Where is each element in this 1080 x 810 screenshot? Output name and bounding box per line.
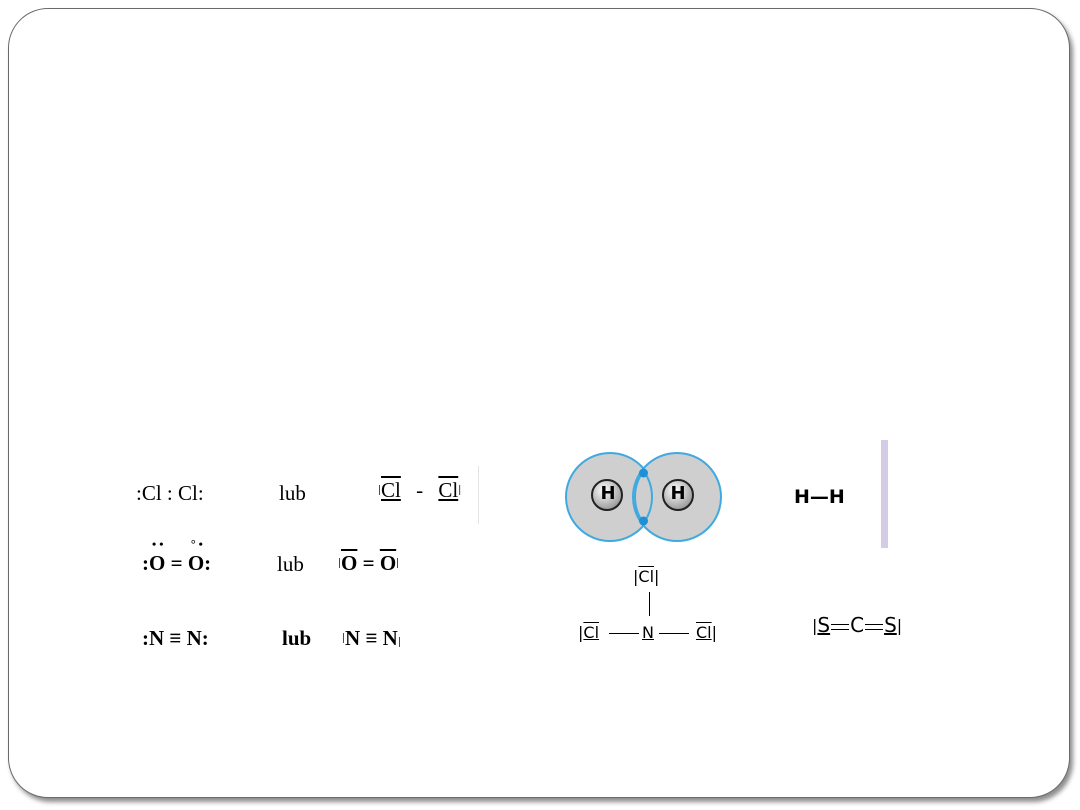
n-cl-bond-vertical (649, 592, 650, 616)
o2-atom-1: O• • (149, 537, 166, 575)
n-cl-bond-left (609, 633, 639, 634)
cs2-s-atom-1: S (817, 613, 831, 637)
n2-s-bond: ≡ (365, 626, 378, 650)
cl2-structural-formula: ǀCl - Clǀ (378, 478, 461, 503)
accent-bar (881, 440, 888, 548)
shared-electron-top (639, 468, 648, 478)
ncl3-top-cl: |Cl| (633, 567, 659, 586)
cl2-bond: - (416, 478, 424, 502)
cs2-s-atom-2: S (884, 613, 897, 637)
h-atom-1-nucleus (591, 479, 623, 511)
cs2-double-bond-2 (865, 623, 884, 630)
cs2-c-atom: C (850, 613, 865, 637)
lone-pair-bar: ǀ (396, 556, 400, 572)
h-atom-2-label: H (670, 483, 686, 504)
lone-pair-bar: | (654, 567, 660, 586)
n-cl-bond-right (659, 633, 689, 634)
o2-s-bond: = (362, 551, 375, 575)
n2-or-label: lub (282, 626, 312, 650)
lone-pair-bar: ǀ (458, 483, 462, 499)
o2-atom-1-symbol: O (149, 551, 166, 575)
o2-s-atom-1: O (341, 551, 358, 575)
shared-electron-bottom (639, 516, 648, 526)
h-atom-1-label: H (600, 483, 616, 504)
n2-dot-formula: :N ≡ N: (142, 626, 209, 650)
lone-pair-bar: | (812, 616, 818, 635)
n2-s-atom-2: N (382, 626, 398, 650)
h-atom-2-nucleus (662, 479, 694, 511)
lone-pair-bar: | (711, 623, 718, 642)
o2-structural-formula: ǀO = Oǀ (338, 551, 399, 576)
o2-atom-2: O° • (187, 537, 205, 575)
h2-orbital-model (565, 452, 722, 542)
lone-pair-bar: | (578, 623, 584, 642)
electron-dots: • • (152, 537, 164, 551)
cl2-dot-formula: :Cl : Cl: (136, 481, 204, 505)
ncl3-left-cl-symbol: Cl (583, 623, 600, 642)
cs2-double-bond-1 (831, 623, 850, 630)
h2-line-formula: H—H (794, 486, 845, 508)
slide-frame (8, 8, 1070, 798)
electron-dots: ° • (190, 537, 203, 551)
cl2-atom-2: Cl (438, 478, 459, 502)
ncl3-left-cl: |Cl (578, 623, 599, 642)
divider (478, 466, 479, 524)
cl2-atom-1: Cl (381, 478, 401, 502)
o2-dot-formula: :O• • = O° •: (142, 537, 212, 576)
n2-structural-formula: ǀN ≡ Nǀ (342, 626, 401, 651)
ncl3-top-cl-symbol: Cl (638, 567, 655, 586)
o2-double-bond: = (170, 551, 183, 575)
o2-atom-2-symbol: O (187, 551, 205, 575)
ncl3-center-n: N (642, 623, 654, 642)
o2-or-label: lub (277, 552, 304, 576)
o2-s-atom-2: O (379, 551, 397, 575)
ncl3-right-cl: Cl| (696, 623, 717, 642)
lone-pair-bar: ǀ (338, 556, 342, 572)
lone-pair-bar: | (896, 616, 903, 635)
lone-pair-bar: | (633, 567, 639, 586)
lone-pair-bar: ǀ (397, 635, 401, 651)
n2-s-atom-1: N (345, 626, 361, 650)
o2-dot-left: : (142, 551, 149, 575)
lone-pair-bar: ǀ (342, 631, 346, 647)
ncl3-right-cl-symbol: Cl (696, 623, 712, 642)
o2-dot-right: : (204, 551, 212, 575)
lone-pair-bar: ǀ (378, 483, 382, 499)
cl2-or-label: lub (279, 481, 306, 505)
